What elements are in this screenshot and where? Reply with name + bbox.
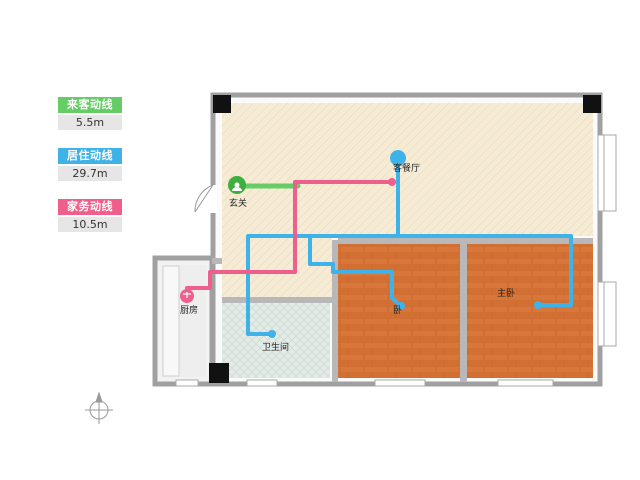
master-end-dot (534, 301, 542, 309)
bedroom-floor (338, 244, 460, 378)
chore-end-dot (388, 178, 396, 186)
living-room-floor (222, 103, 593, 236)
kitchen-marker (180, 289, 194, 303)
kitchen-label: 厨房 (180, 304, 198, 316)
living-path (246, 158, 573, 336)
legend-living: 居住动线 29.7m (58, 148, 122, 181)
interior-walls (212, 238, 593, 382)
legend-guest: 来客动线 5.5m (58, 97, 122, 130)
legend-chore-label: 家务动线 (58, 199, 122, 215)
entry-marker (228, 176, 246, 194)
living-room-label: 客餐厅 (393, 162, 420, 174)
chore-path (185, 180, 394, 302)
legend-living-label: 居住动线 (58, 148, 122, 164)
bedroom-label: 卧 (393, 304, 402, 316)
bathroom-label: 卫生间 (262, 341, 289, 353)
legend-living-value: 29.7m (58, 166, 122, 181)
columns (209, 95, 601, 383)
entry-door (194, 184, 217, 213)
windows (175, 134, 617, 387)
legend-guest-label: 来客动线 (58, 97, 122, 113)
bedroom-end-dot (397, 302, 405, 310)
kitchen-counter (162, 265, 180, 377)
master-bedroom-floor (467, 244, 593, 378)
entry-label: 玄关 (229, 197, 247, 209)
legend-chore: 家务动线 10.5m (58, 199, 122, 232)
bathroom-floor (222, 303, 330, 378)
master-bedroom-label: 主卧 (497, 287, 515, 299)
hall-floor (222, 236, 332, 298)
living-marker (390, 150, 406, 166)
compass-icon (85, 391, 113, 424)
bath-end-dot (268, 330, 276, 338)
legend-guest-value: 5.5m (58, 115, 122, 130)
legend-chore-value: 10.5m (58, 217, 122, 232)
